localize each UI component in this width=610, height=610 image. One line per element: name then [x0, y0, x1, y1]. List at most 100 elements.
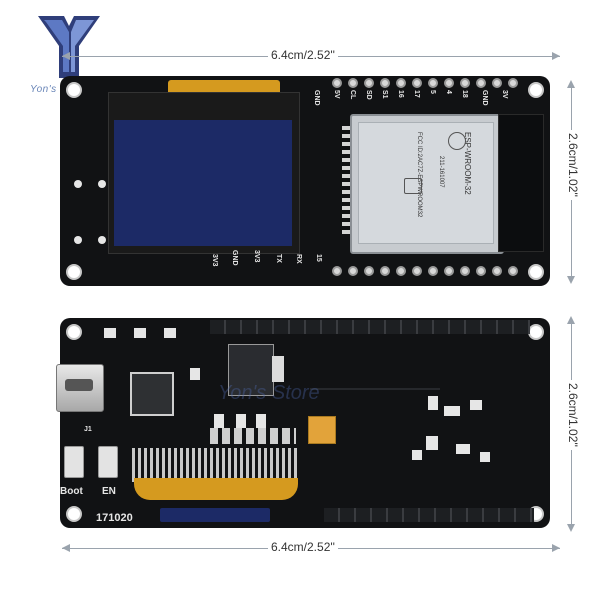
top-height-label: 2.6cm/1.02''	[566, 130, 580, 200]
oled-pin-row	[132, 448, 300, 482]
j1-label: J1	[84, 426, 92, 433]
smd-pad	[74, 236, 82, 244]
header-pin	[396, 78, 406, 88]
header-pin	[332, 78, 342, 88]
logo-text: Yon's Store	[30, 84, 87, 95]
top-width-arrow-right	[552, 52, 560, 60]
header-pin	[444, 78, 454, 88]
top-pin-label: 3V	[501, 90, 508, 99]
boot-label: Boot	[60, 486, 83, 497]
store-logo-icon	[38, 16, 100, 78]
mount-hole	[528, 264, 544, 280]
header-pin	[428, 78, 438, 88]
bottom-pin-label: TX	[275, 254, 282, 263]
header-pin	[412, 78, 422, 88]
header-strip-top	[210, 320, 530, 334]
smd-resistor	[214, 414, 224, 428]
header-pin	[412, 266, 422, 276]
en-button[interactable]	[98, 446, 118, 478]
smd-pad	[74, 180, 82, 188]
top-pin-label: GND	[313, 90, 320, 106]
header-pin	[476, 78, 486, 88]
header-pin	[492, 266, 502, 276]
en-label: EN	[102, 486, 116, 497]
esp32-module: ESP-WROOM-32 FCC ID:2AC7Z-ESPWROOM32 211…	[350, 114, 504, 254]
module-pads-left	[342, 126, 350, 238]
smd-part	[480, 452, 490, 462]
smd-resistor	[256, 414, 266, 428]
boot-button[interactable]	[64, 446, 84, 478]
smd-pad	[98, 236, 106, 244]
bottom-board: Boot EN 171020 J1	[56, 318, 550, 528]
bottom-height-arrow-up	[567, 316, 575, 324]
regulator-tab	[272, 356, 284, 382]
header-pin	[332, 266, 342, 276]
header-pin	[348, 78, 358, 88]
mount-hole	[528, 324, 544, 340]
usb-opening	[65, 379, 93, 391]
bottom-height-arrow-down	[567, 524, 575, 532]
bottom-pin-label: RX	[295, 254, 302, 264]
smd-part	[470, 400, 482, 410]
top-pin-label: GND	[481, 90, 488, 106]
header-pin	[508, 78, 518, 88]
bottom-pin-label: 15	[315, 254, 322, 262]
header-pin	[348, 266, 358, 276]
header-pin	[444, 266, 454, 276]
module-fcc-text: FCC ID:2AC7Z-ESPWROOM32	[416, 132, 422, 218]
mount-hole	[528, 82, 544, 98]
header-pin	[460, 266, 470, 276]
module-code: 211-161007	[438, 156, 444, 188]
smd-part	[412, 450, 422, 460]
module-shield-inner	[358, 122, 494, 244]
smd-resistor	[104, 328, 116, 338]
bottom-pin-label: 3V3	[253, 250, 260, 263]
header-pin	[460, 78, 470, 88]
mount-hole	[66, 264, 82, 280]
header-pin	[508, 266, 518, 276]
smd-resistor	[190, 368, 200, 380]
smd-part	[456, 444, 470, 454]
mount-hole	[66, 506, 82, 522]
header-strip-bottom	[324, 508, 534, 522]
bottom-width-arrow-right	[552, 544, 560, 552]
header-pin	[364, 78, 374, 88]
top-pin-label: 5	[429, 90, 436, 94]
smd-resistor	[134, 328, 146, 338]
smd-resistor	[236, 414, 246, 428]
mount-hole	[66, 82, 82, 98]
top-pin-label: 18	[461, 90, 468, 98]
top-pin-label: SD	[365, 90, 372, 100]
ce-mark-icon	[404, 178, 422, 194]
wifi-logo-icon	[448, 132, 466, 150]
bottom-width-label: 6.4cm/2.52''	[268, 540, 338, 554]
top-width-label: 6.4cm/2.52''	[268, 48, 338, 62]
header-pin	[428, 266, 438, 276]
header-pin	[476, 266, 486, 276]
top-height-arrow-up	[567, 80, 575, 88]
bottom-width-arrow-left	[62, 544, 70, 552]
smd-part	[428, 396, 438, 410]
micro-usb-port	[56, 364, 104, 412]
smd-resistor	[164, 328, 176, 338]
capacitor-row	[210, 428, 296, 444]
watermark-text: Yon's Store	[218, 382, 320, 404]
smd-part	[426, 436, 438, 450]
date-code-label: 171020	[96, 512, 133, 524]
top-pin-label: CL	[349, 90, 356, 100]
top-pin-label: 17	[413, 90, 420, 98]
pcb-traces	[310, 388, 440, 390]
header-pin	[396, 266, 406, 276]
header-pin	[380, 78, 390, 88]
header-pin	[492, 78, 502, 88]
top-pin-label: 4	[445, 90, 452, 94]
antenna-area	[498, 114, 544, 252]
header-pin	[364, 266, 374, 276]
top-pin-row	[332, 78, 532, 90]
oled-display	[114, 120, 292, 246]
oled-flex-cable	[134, 478, 298, 500]
bottom-pin-label: 3V3	[211, 254, 218, 267]
oled-edge	[160, 508, 270, 522]
bottom-pin-row	[332, 266, 532, 278]
top-pin-label: 5V	[333, 90, 340, 99]
